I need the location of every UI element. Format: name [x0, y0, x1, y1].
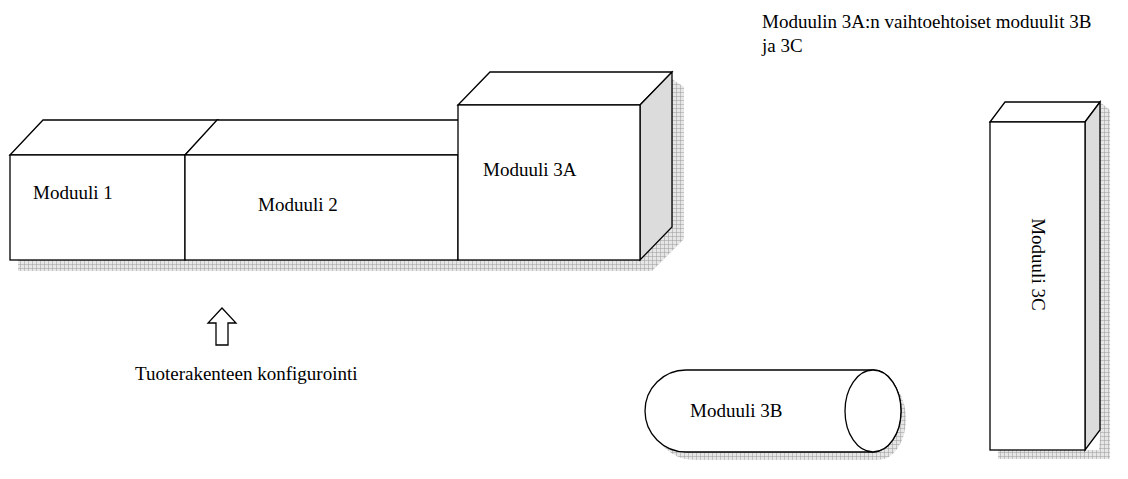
module-block: Moduuli 2: [185, 120, 490, 260]
note-text: Moduulin 3A:n vaihtoehtoiset moduulit 3B…: [762, 10, 1092, 58]
module-prism: Moduuli 3C: [990, 102, 1100, 450]
module-label: Moduuli 3B: [690, 400, 782, 423]
module-label: Moduuli 2: [258, 194, 338, 217]
module-label: Moduuli 3C: [1026, 218, 1049, 310]
module-label: Moduuli 3A: [483, 159, 576, 182]
module-cube: Moduuli 3A: [458, 72, 672, 260]
module-label: Moduuli 1: [33, 182, 113, 205]
module-cylinder: Moduuli 3B: [645, 370, 901, 452]
hollow-arrow: [208, 308, 236, 345]
caption-note: Tuoterakenteen konfigurointi: [135, 362, 358, 386]
module-block-outline: [185, 120, 490, 260]
